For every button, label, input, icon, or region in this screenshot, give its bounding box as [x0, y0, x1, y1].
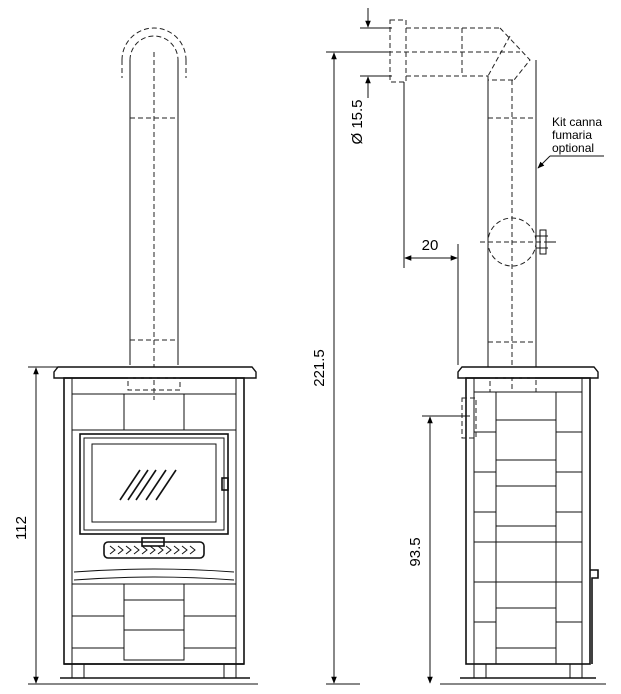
front-view: 112 [13, 27, 258, 685]
side-top-plate [457, 366, 599, 379]
dim-outlet-height: 93.5 [407, 415, 470, 684]
dim-flue-diameter: Ø 15.5 [349, 8, 392, 145]
dim-flue-offset-label: 20 [422, 237, 439, 254]
front-ash-grid [103, 537, 205, 559]
dim-flue-diameter-label: Ø 15.5 [349, 99, 366, 144]
side-body [465, 377, 591, 665]
side-view: Ø 15.5 221.5 20 Kit canna fumaria option… [311, 8, 606, 685]
dim-total-height-label: 221.5 [311, 349, 328, 387]
front-top-plate [53, 366, 257, 379]
dim-front-height: 112 [13, 366, 60, 685]
dim-flue-offset: 20 [403, 82, 459, 365]
kit-note-line3: optional [552, 141, 594, 155]
kit-note: Kit canna fumaria optional [537, 115, 604, 169]
dim-outlet-height-label: 93.5 [407, 537, 424, 566]
front-glass [91, 443, 217, 523]
dim-front-height-label: 112 [13, 516, 30, 540]
side-flue-pipe [380, 19, 556, 392]
front-flue-pipe [121, 27, 187, 400]
dim-total-height: 221.5 [311, 51, 388, 685]
side-woven-tiles [473, 391, 583, 665]
kit-note-line1: Kit canna [552, 115, 602, 129]
front-body [63, 377, 245, 665]
kit-note-line2: fumaria [552, 128, 592, 142]
front-door [79, 433, 229, 535]
